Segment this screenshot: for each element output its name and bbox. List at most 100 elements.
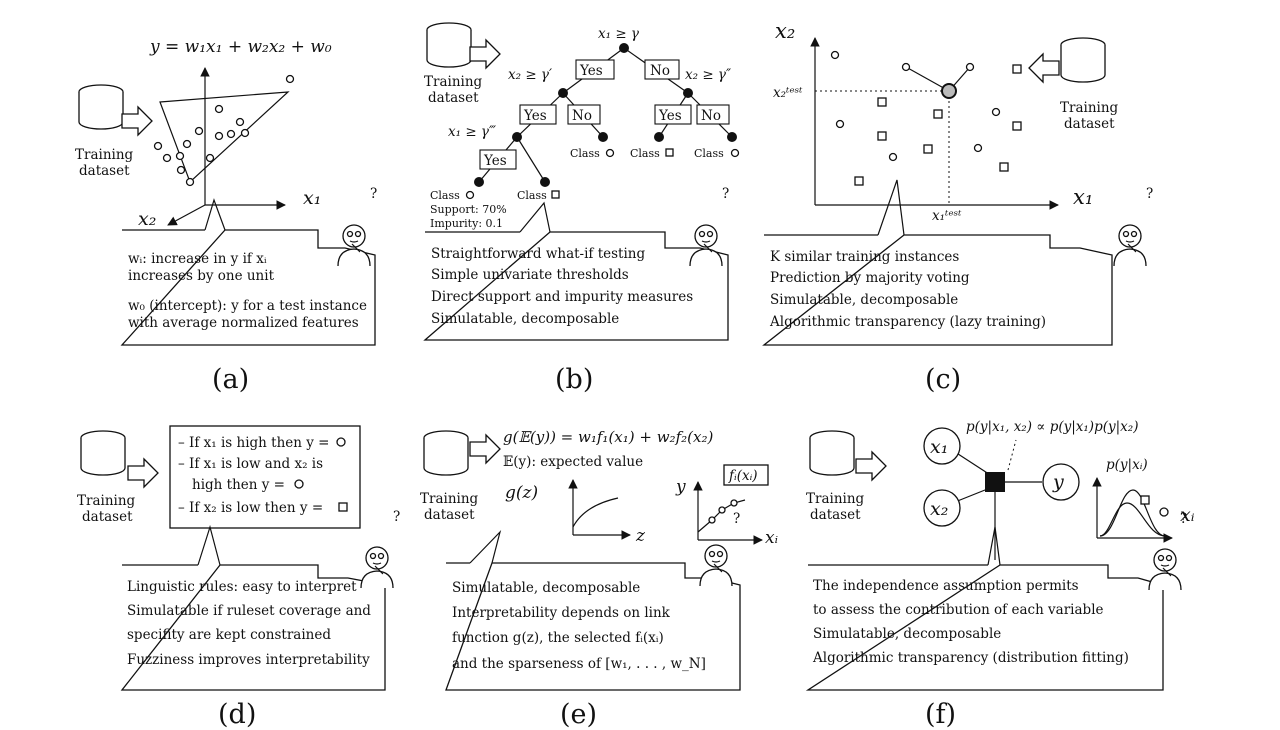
panel-d: Training dataset – If x₁ is high then y …: [77, 425, 400, 730]
panel-b-bubble-line4: Simulatable, decomposable: [431, 311, 619, 327]
panel-f-bubble-line3: Simulatable, decomposable: [813, 626, 1001, 642]
panel-b-bubble-line3: Direct support and impurity measures: [431, 289, 693, 305]
panel-f-bubble-line4: Algorithmic transparency (distribution f…: [812, 650, 1129, 666]
panel-d-bubble-line1: Linguistic rules: easy to interpret: [127, 579, 357, 595]
panel-a-bubble-line2: increases by one unit: [128, 268, 275, 284]
database-icon: [1060, 37, 1106, 83]
no-label: No: [650, 63, 670, 79]
database-icon: [78, 84, 124, 130]
panel-e-equation: g(𝔼(y)) = w₁f₁(x₁) + w₂f₂(x₂): [503, 428, 713, 446]
rule-2-cont: high then y =: [192, 477, 285, 493]
rule-1: – If x₁ is high then y =: [178, 435, 329, 451]
distribution-curve-circle: [1099, 489, 1166, 537]
panel-b-dataset-line1: Training: [424, 74, 483, 90]
panel-c-speech-bubble: [762, 234, 1113, 346]
panel-d-dataset-line2: dataset: [82, 509, 133, 525]
no-label: No: [701, 108, 721, 124]
panel-f: Training dataset x₁ x₂ y p(y|x₁, x₂) ∝ p…: [805, 419, 1195, 730]
panel-c-bubble-line1: K similar training instances: [770, 249, 959, 265]
gz-label: g(z): [505, 483, 538, 503]
panel-a-equation: y = w₁x₁ + w₂x₂ + w₀: [149, 37, 332, 57]
test-x2-label: x₂ᵗᵉˢᵗ: [773, 85, 803, 101]
factorization-label: p(y|x₁, x₂) ∝ p(y|x₁)p(y|x₂): [966, 419, 1138, 435]
root-condition: x₁ ≥ γ: [598, 26, 640, 42]
panel-c-x1-label: x₁: [1073, 185, 1093, 209]
x2-node-label: x₂: [930, 498, 948, 520]
panel-a-x1-label: x₁: [303, 187, 321, 209]
arrow-right-icon: [469, 39, 501, 69]
yes-label: Yes: [579, 63, 603, 79]
panel-e-bubble-line4: and the sparseness of [w₁, . . . , w_N]: [452, 656, 706, 672]
xi-label: xᵢ: [765, 528, 778, 548]
panel-a-dataset-line1: Training: [75, 147, 134, 163]
panel-d-bubble-line2: Simulatable if ruleset coverage and: [127, 603, 371, 619]
panel-d-caption: (d): [218, 699, 256, 730]
database-icon: [80, 430, 126, 476]
panel-e-bubble-line3: function g(z), the selected fᵢ(xᵢ): [452, 630, 664, 646]
test-x1-label: x₁ᵗᵉˢᵗ: [932, 208, 962, 224]
panel-e-dataset-line1: Training: [420, 491, 479, 507]
panel-a-dataset-line2: dataset: [79, 163, 130, 179]
question-mark: ?: [370, 186, 377, 202]
leaf-class: Class: [517, 189, 547, 202]
database-icon: [426, 22, 472, 68]
factor-node: [985, 472, 1005, 492]
panel-f-bubble-line1: The independence assumption permits: [813, 578, 1079, 594]
regression-plane: [159, 91, 290, 184]
panel-e: Training dataset g(𝔼(y)) = w₁f₁(x₁) + w₂…: [420, 428, 778, 730]
person-thinking-icon: [699, 544, 733, 587]
panel-d-dataset-line1: Training: [77, 493, 136, 509]
question-mark: ?: [733, 511, 740, 527]
panel-c: x₂ x₁ x₂ᵗᵉˢᵗ x₁ᵗᵉˢᵗ Training dataset ? K…: [762, 19, 1153, 395]
person-thinking-icon: [1148, 548, 1182, 591]
leaf-class: Class: [694, 147, 724, 160]
fi-label: fᵢ(xᵢ): [728, 468, 758, 484]
panel-f-bubble-line2: to assess the contribution of each varia…: [813, 602, 1104, 618]
panel-a-caption: (a): [212, 364, 249, 395]
database-icon: [423, 430, 469, 476]
panel-c-dataset-line1: Training: [1060, 100, 1119, 116]
left-condition: x₂ ≥ γ′: [508, 67, 552, 83]
yes-label: Yes: [483, 153, 507, 169]
panel-c-bubble-line4: Algorithmic transparency (lazy training): [769, 314, 1046, 330]
y-node-label: y: [1052, 471, 1064, 493]
leaf-class: Class: [430, 189, 460, 202]
arrow-right-icon: [469, 434, 501, 464]
ruleset-box: [169, 425, 361, 529]
no-label: No: [572, 108, 592, 124]
arrow-right-icon: [121, 106, 153, 136]
x2-node: [923, 489, 961, 527]
rule-2: – If x₁ is low and x₂ is: [178, 456, 323, 472]
leaf-class: Class: [570, 147, 600, 160]
panel-e-bubble-line2: Interpretability depends on link: [452, 605, 671, 621]
panel-e-caption: (e): [560, 699, 597, 730]
z-label: z: [635, 526, 646, 546]
xi-axis-label: xᵢ: [1180, 504, 1195, 526]
person-thinking-icon: [360, 546, 394, 589]
panel-c-dataset-line2: dataset: [1064, 116, 1115, 132]
right-condition: x₂ ≥ γ″: [685, 67, 731, 83]
panel-f-caption: (f): [925, 699, 956, 730]
panel-b-bubble-line1: Straightforward what-if testing: [431, 246, 645, 262]
panel-b-bubble-line2: Simple univariate thresholds: [431, 267, 629, 283]
panel-f-dataset-line1: Training: [806, 491, 865, 507]
panel-a-points: [153, 74, 295, 187]
expected-value-label: 𝔼(y): expected value: [503, 454, 643, 470]
panel-b-dataset-line2: dataset: [428, 90, 479, 106]
leftleft-condition: x₁ ≥ γ‴: [448, 124, 496, 140]
yes-label: Yes: [523, 108, 547, 124]
yes-label: Yes: [658, 108, 682, 124]
panel-e-bubble-line1: Simulatable, decomposable: [452, 580, 640, 596]
panel-b-caption: (b): [555, 364, 593, 395]
distribution-curve-square: [1099, 502, 1166, 537]
pyxi-label: p(y|xᵢ): [1106, 457, 1148, 473]
panel-a: y = w₁x₁ + w₂x₂ + w₀ x₁ x₂ Training data…: [75, 37, 377, 395]
question-mark: ?: [722, 186, 729, 202]
leaf-class: Class: [630, 147, 660, 160]
y-node: [1042, 463, 1080, 501]
arrow-right-icon: [127, 458, 159, 488]
panel-a-bubble-line4: with average normalized features: [128, 315, 359, 331]
database-icon: [809, 430, 855, 476]
rule-3: – If x₂ is low then y =: [178, 500, 323, 516]
support-label: Support: 70%: [430, 203, 507, 216]
